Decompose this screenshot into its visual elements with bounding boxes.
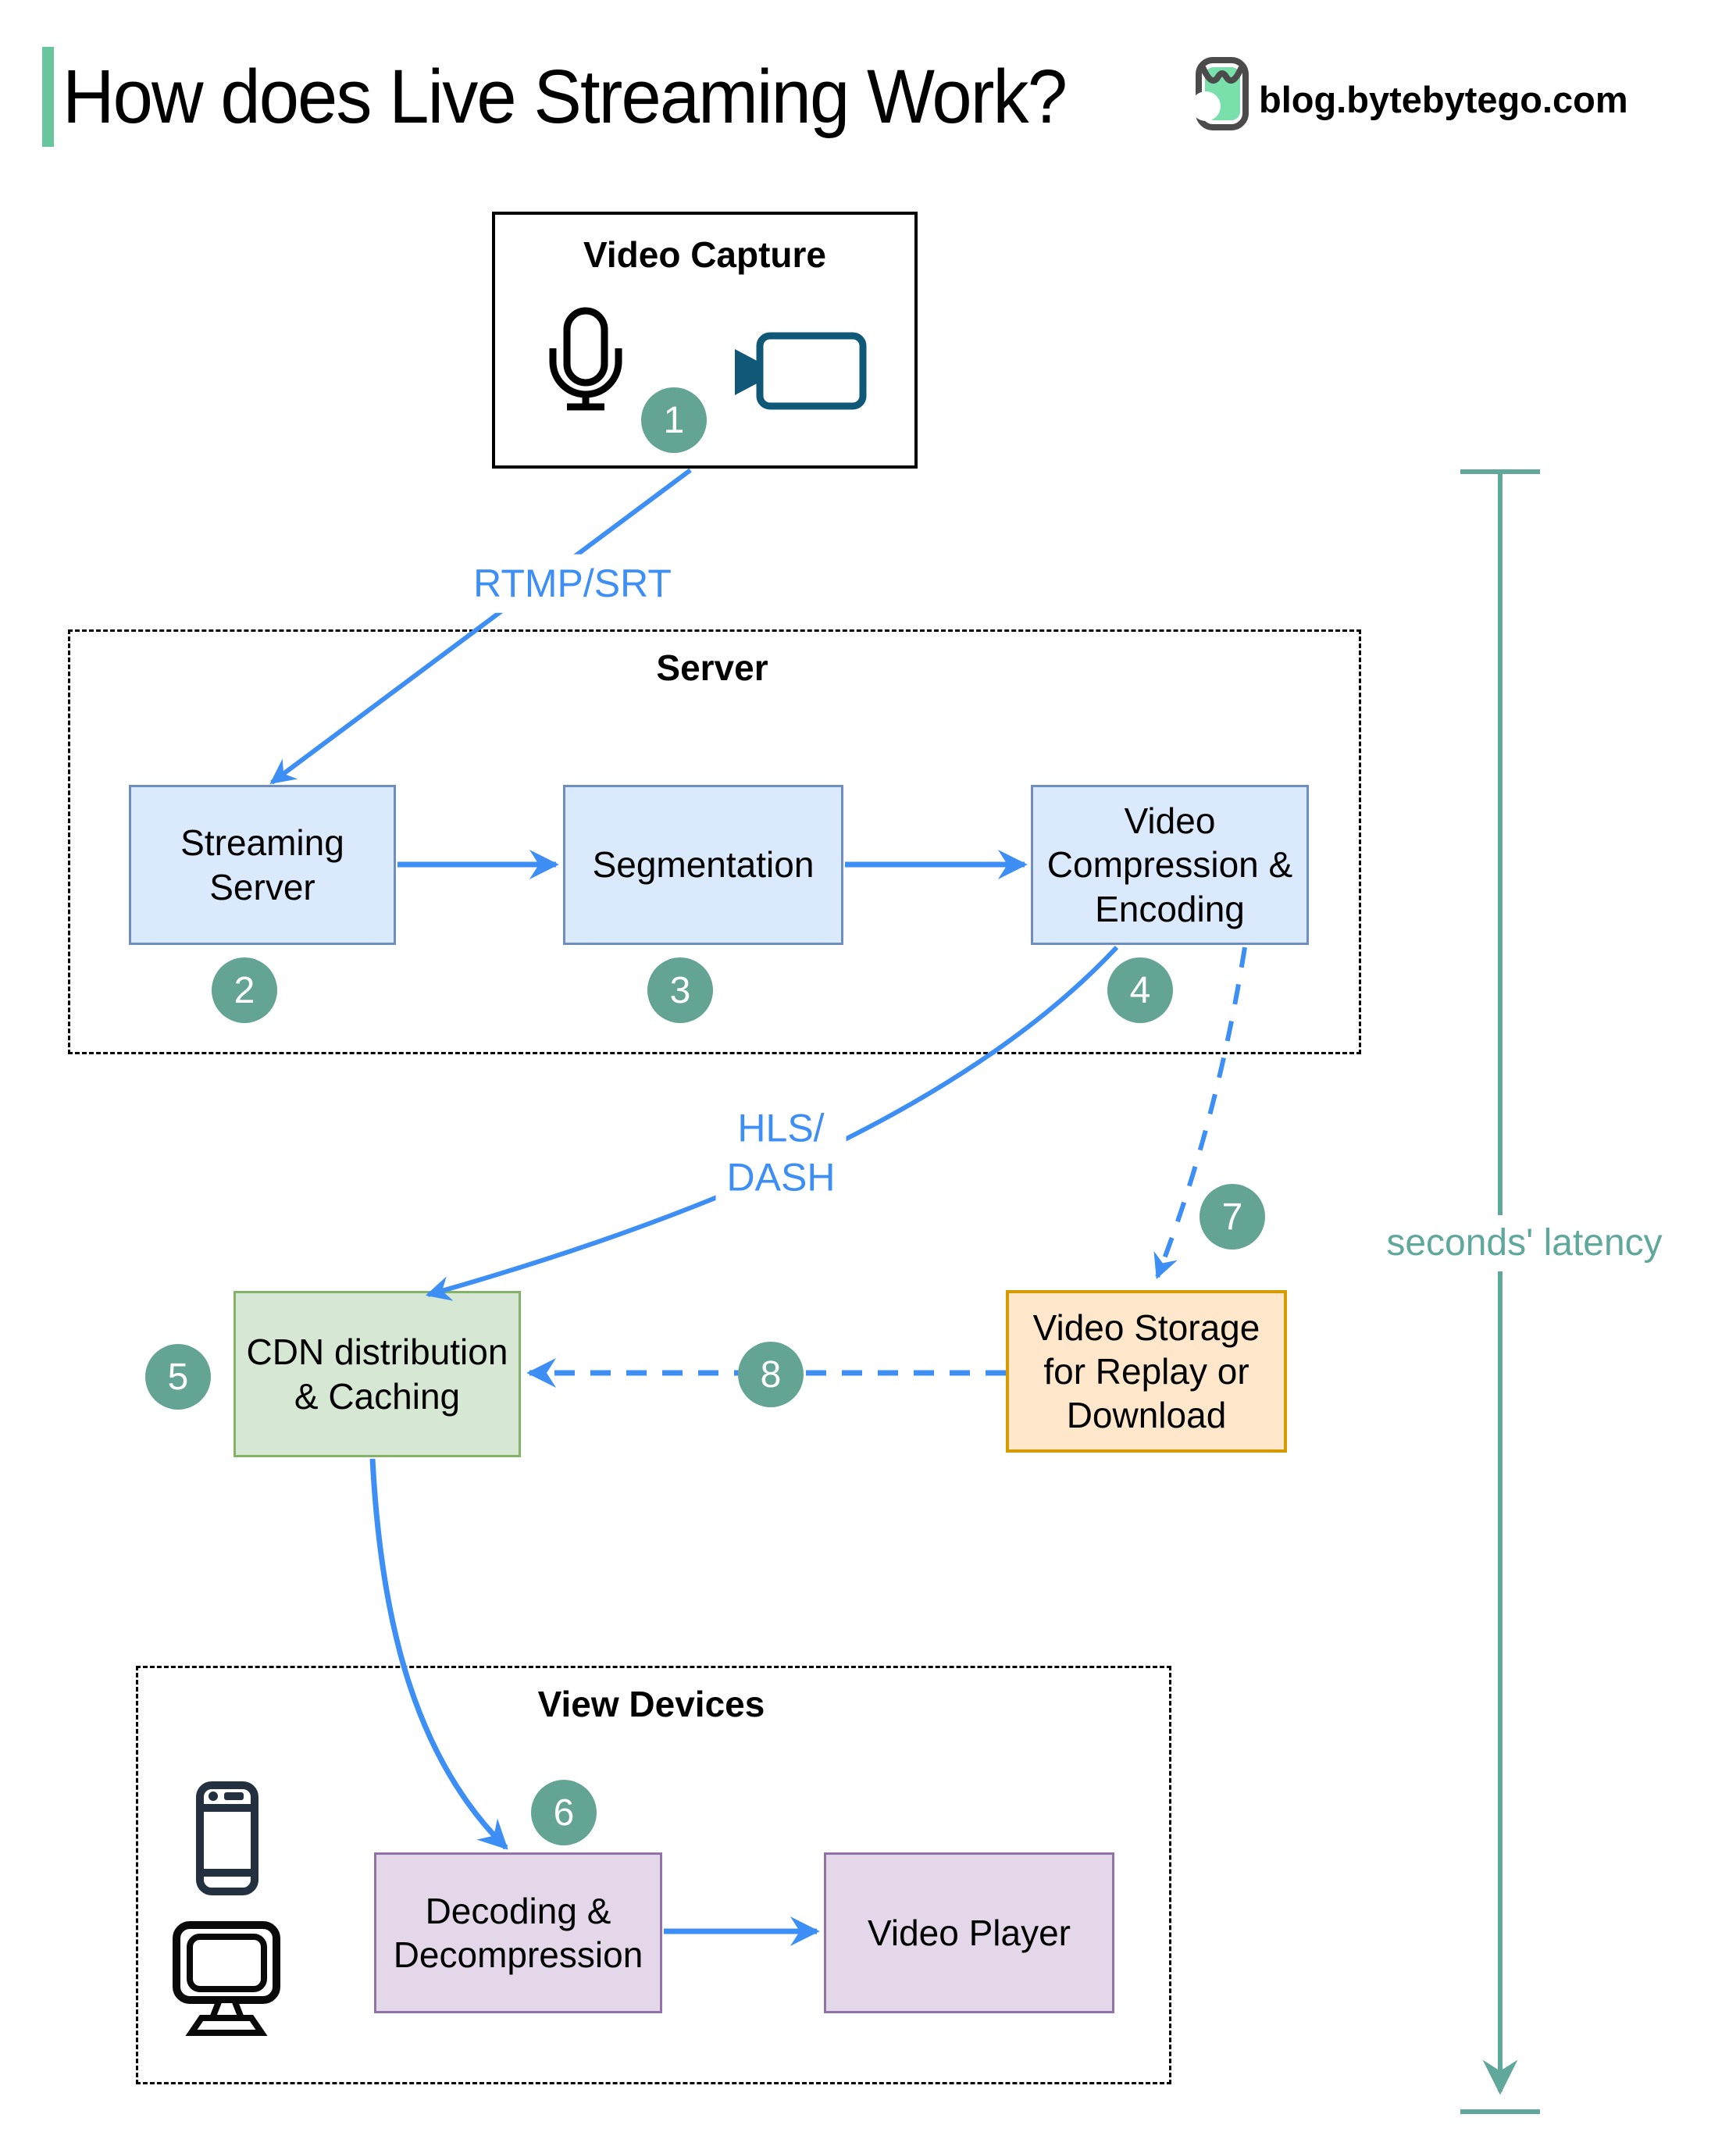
- video-capture-title: Video Capture: [583, 234, 826, 275]
- streaming-server-label: Streaming Server: [180, 822, 344, 907]
- segmentation-label: Segmentation: [592, 844, 815, 886]
- step-badge-3: 3: [647, 957, 713, 1023]
- node-decoding: Decoding & Decompression: [374, 1852, 662, 2013]
- site-link: blog.bytebytego.com: [1259, 79, 1628, 120]
- rtmp-srt-label: RTMP/SRT: [462, 554, 683, 613]
- node-video-compression: Video Compression & Encoding: [1031, 785, 1309, 945]
- step-badge-6: 6: [531, 1780, 597, 1845]
- video-player-label: Video Player: [868, 1912, 1071, 1953]
- decoding-label: Decoding & Decompression: [393, 1890, 643, 1975]
- latency-label: seconds' latency: [1375, 1215, 1674, 1271]
- cdn-label: CDN distribution & Caching: [246, 1332, 508, 1417]
- node-streaming-server: Streaming Server: [129, 785, 396, 945]
- bytebytego-logo-icon: [1195, 57, 1249, 130]
- page-title: How does Live Streaming Work?: [62, 54, 1068, 139]
- video-compression-label: Video Compression & Encoding: [1046, 800, 1293, 929]
- step-badge-4: 4: [1107, 957, 1173, 1023]
- step-badge-7: 7: [1200, 1184, 1265, 1250]
- logo-crescent: [1195, 91, 1221, 121]
- step-badge-8: 8: [738, 1342, 804, 1407]
- node-video-storage: Video Storage for Replay or Download: [1006, 1290, 1287, 1453]
- title-accent-bar: [42, 47, 54, 147]
- view-devices-title: View Devices: [537, 1684, 765, 1724]
- view-devices-group: [136, 1666, 1171, 2084]
- step-badge-1: 1: [641, 387, 707, 453]
- step-badge-5: 5: [145, 1344, 211, 1410]
- step-badge-2: 2: [212, 957, 277, 1023]
- logo-beak: [1200, 66, 1244, 84]
- node-segmentation: Segmentation: [563, 785, 843, 945]
- hls-dash-label: HLS/ DASH: [715, 1099, 847, 1207]
- video-storage-label: Video Storage for Replay or Download: [1032, 1307, 1260, 1436]
- node-cdn: CDN distribution & Caching: [233, 1291, 521, 1457]
- node-video-player: Video Player: [824, 1852, 1114, 2013]
